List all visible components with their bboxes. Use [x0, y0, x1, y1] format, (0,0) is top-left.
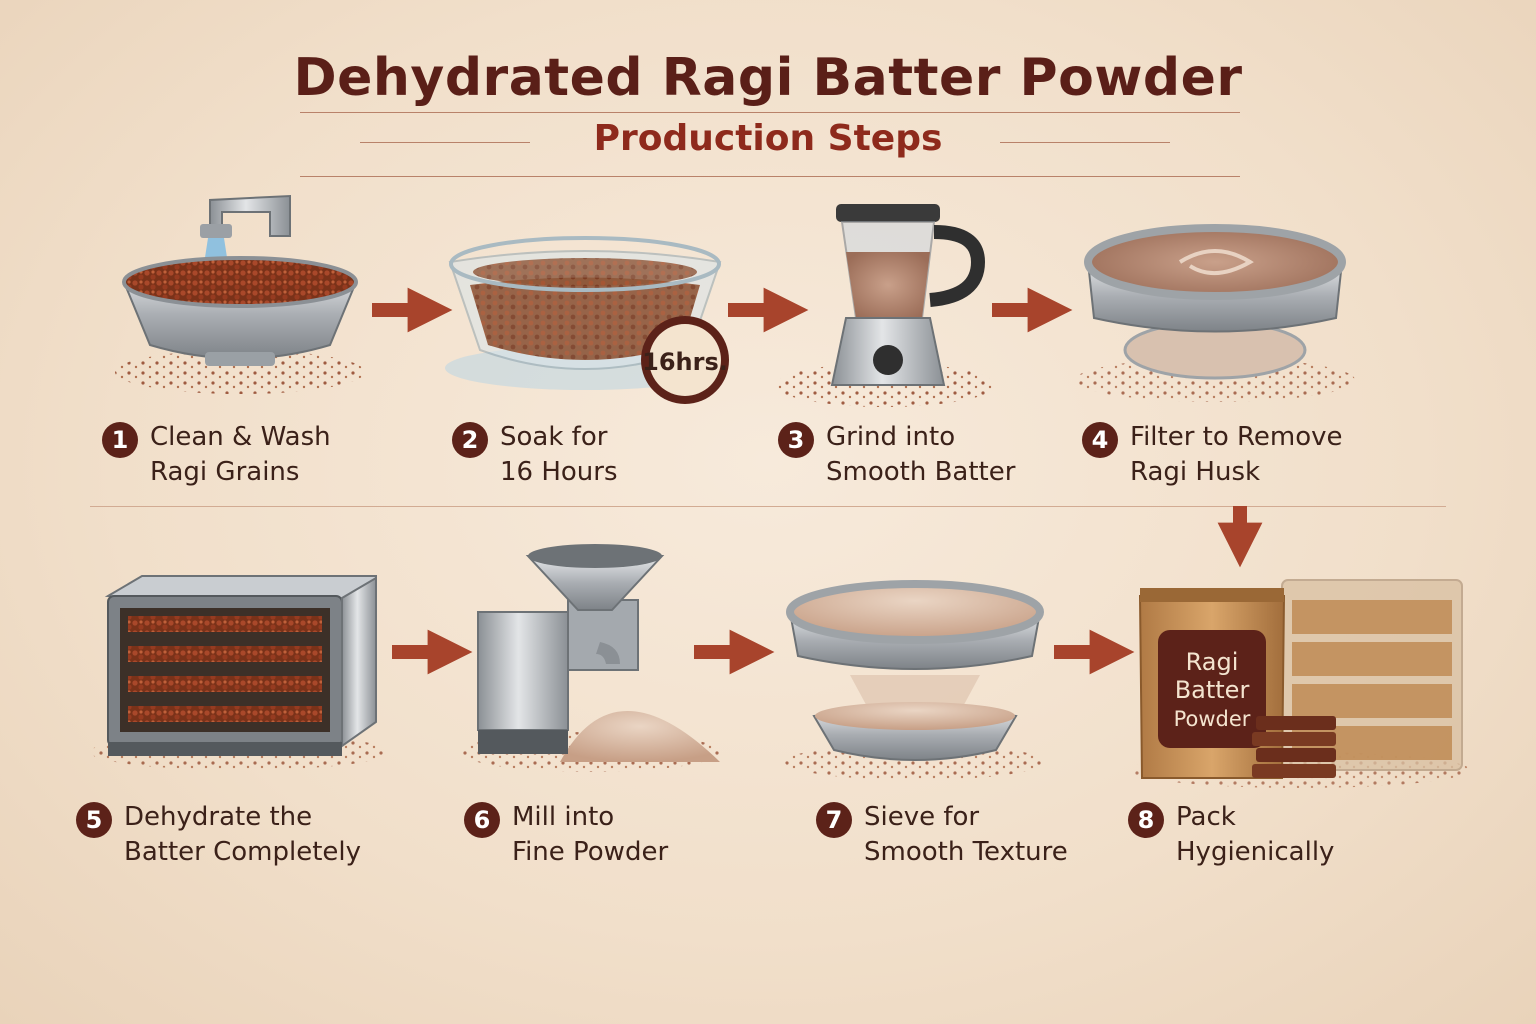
step-label-line1: Soak for: [500, 422, 608, 452]
step-number: 2: [452, 422, 488, 458]
step-label-line2: Ragi Husk: [1130, 457, 1261, 487]
package-label-line3: Powder: [1174, 707, 1251, 731]
step-label-line1: Grind into: [826, 422, 956, 452]
step-label-line2: Smooth Texture: [864, 837, 1068, 867]
step-number: 4: [1082, 422, 1118, 458]
step-label-line1: Filter to Remove: [1130, 422, 1343, 452]
step-label-line1: Sieve for: [864, 802, 980, 832]
blender-icon: [775, 204, 995, 407]
sieve-icon: [785, 580, 1045, 780]
step-number: 5: [76, 802, 112, 838]
step-label-line2: Smooth Batter: [826, 457, 1016, 487]
step-number: 3: [778, 422, 814, 458]
filter-sieve-icon: [1075, 224, 1355, 402]
step-label-line1: Mill into: [512, 802, 615, 832]
step-number: 8: [1128, 802, 1164, 838]
timer-label: 16hrs.: [642, 348, 728, 376]
step-label-line2: 16 Hours: [500, 457, 618, 487]
step-label-line2: Fine Powder: [512, 837, 669, 867]
step-label-line2: Batter Completely: [124, 837, 362, 867]
step-label-line1: Dehydrate the: [124, 802, 313, 832]
dehydrator-icon: [90, 575, 390, 770]
subtitle-rule-left: [360, 142, 530, 143]
package-label-line1: Ragi: [1186, 648, 1239, 676]
step-label-line1: Clean & Wash: [150, 422, 331, 452]
step-label-line2: Hygienically: [1176, 837, 1335, 867]
row-divider: [90, 506, 1446, 507]
timer-icon: 16hrs.: [641, 316, 729, 404]
washing-bowl-icon: [115, 194, 365, 394]
packaging-icon: Ragi Batter Powder: [1130, 579, 1470, 788]
package-label-line2: Batter: [1175, 676, 1250, 704]
step-number: 1: [102, 422, 138, 458]
subtitle-rule-right: [1000, 142, 1170, 143]
step-2: 2 Soak for 16 Hours: [452, 420, 618, 490]
page-subtitle: Production Steps: [593, 118, 943, 159]
subtitle-divider: [300, 176, 1240, 177]
flour-mill-icon: [460, 544, 720, 772]
step-label-line1: Pack: [1176, 802, 1236, 832]
title-divider: [300, 112, 1240, 113]
step-number: 6: [464, 802, 500, 838]
step-number: 7: [816, 802, 852, 838]
step-label-line2: Ragi Grains: [150, 457, 300, 487]
page-title: Dehydrated Ragi Batter Powder: [293, 48, 1243, 108]
